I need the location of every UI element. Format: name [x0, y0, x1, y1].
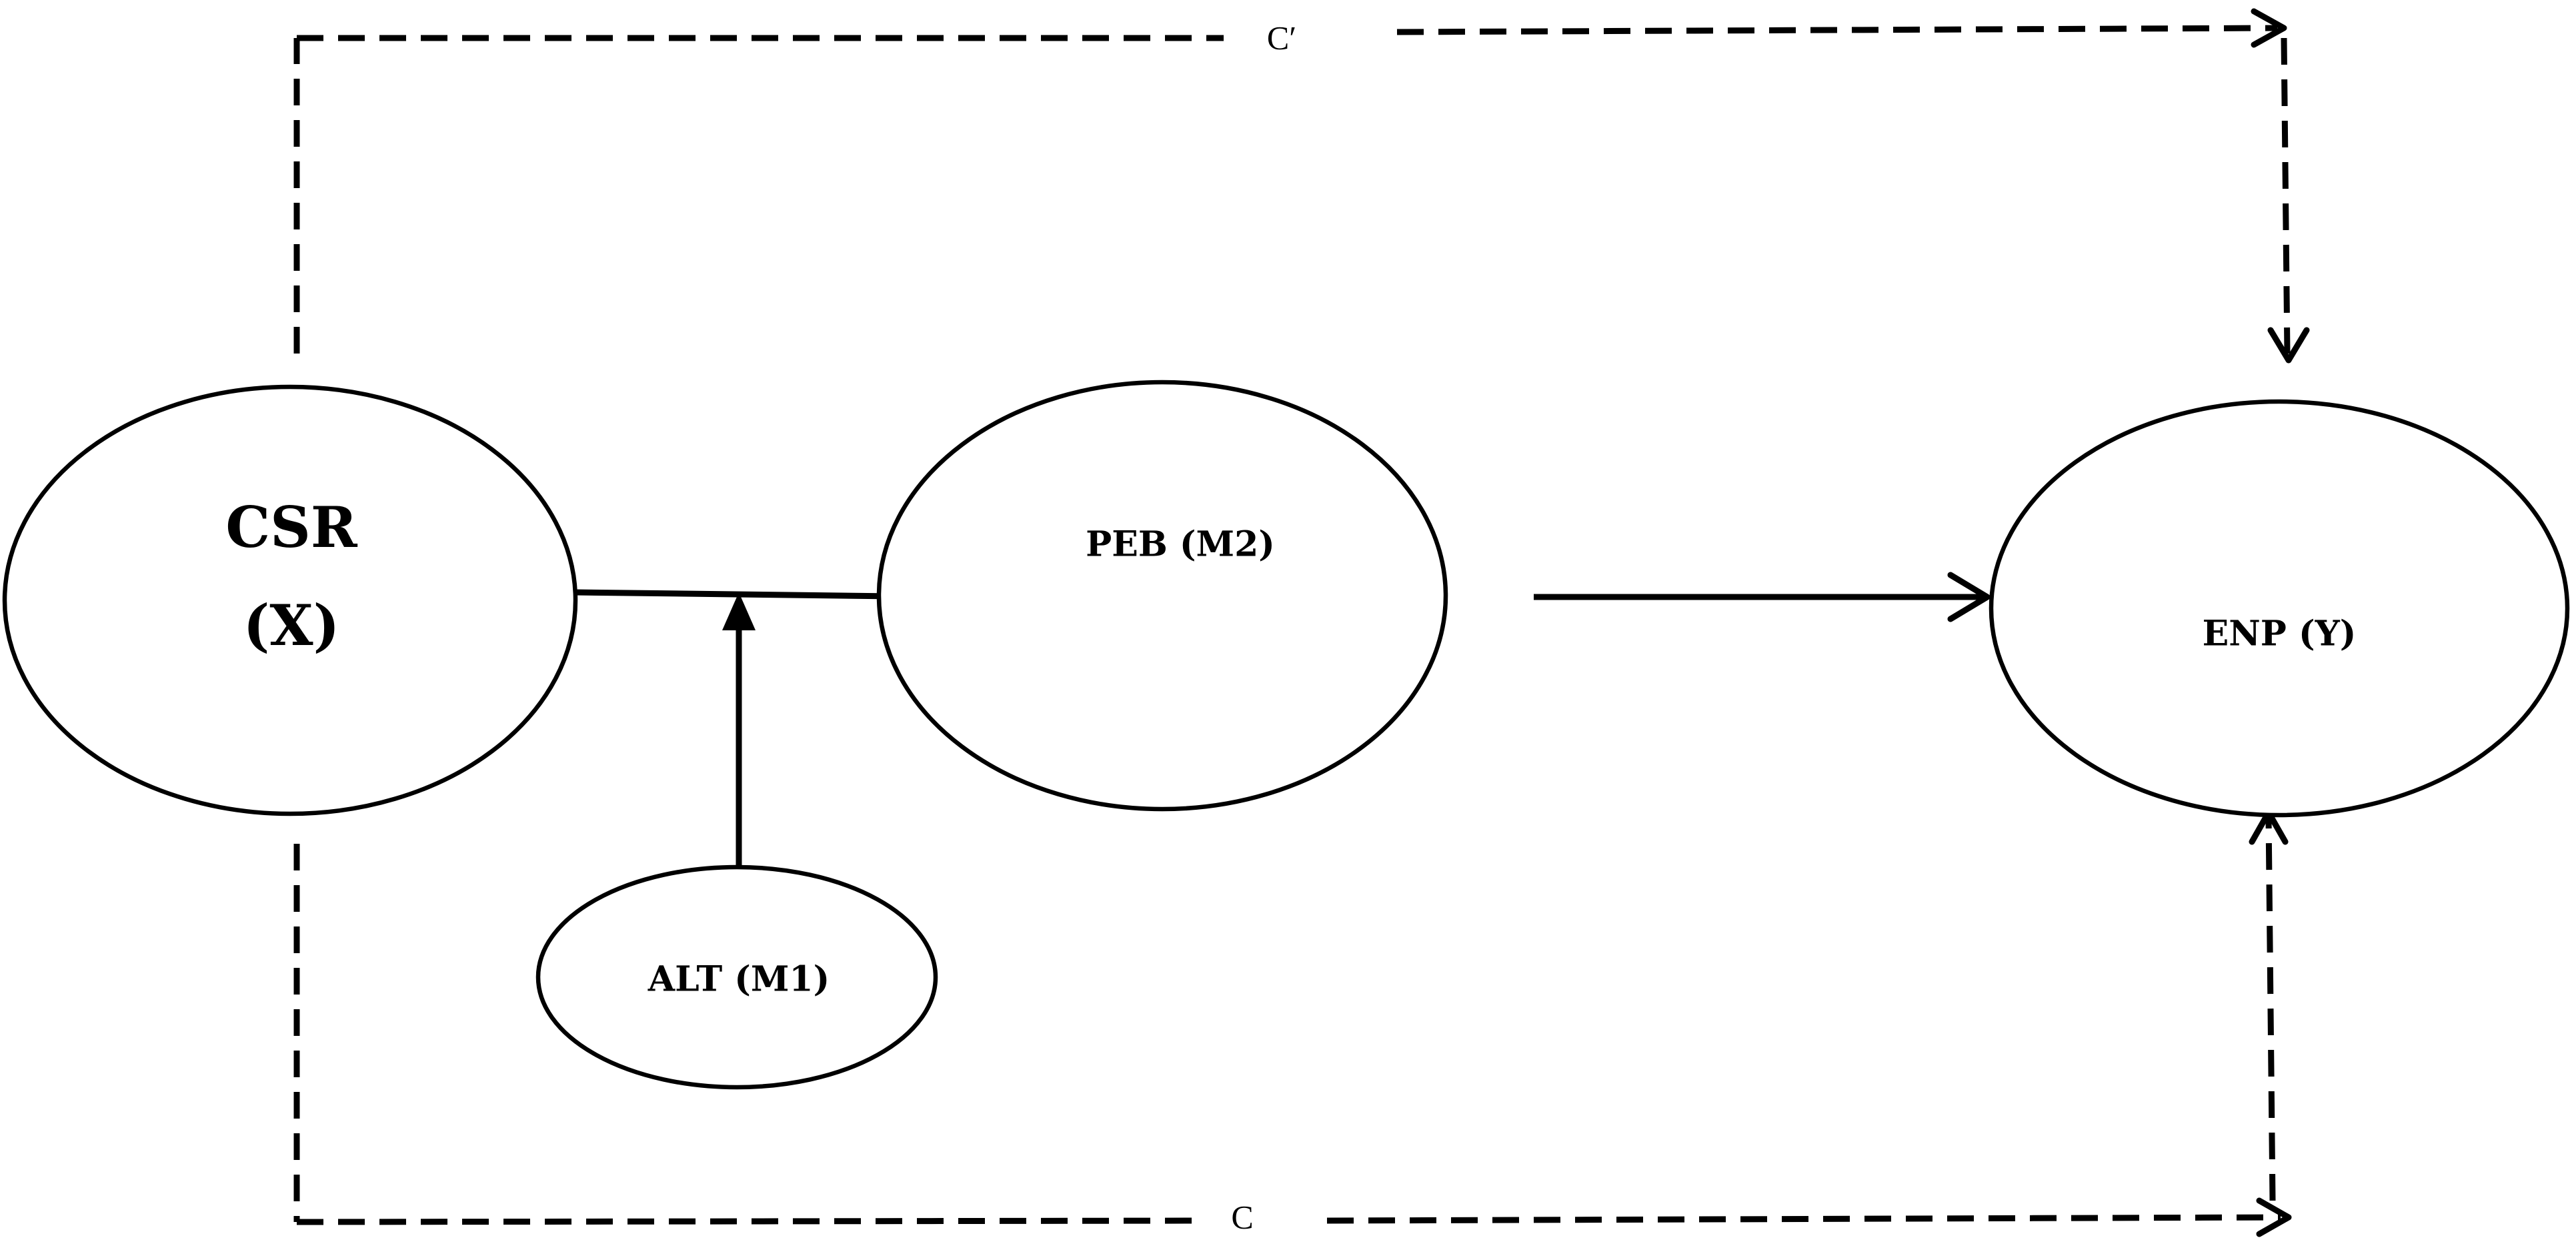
peb-label: PEB (M2) [1086, 524, 1275, 565]
csr-ellipse [2, 384, 578, 816]
node-alt: ALT (M1) [535, 864, 938, 1090]
top-path-right-horizontal [1396, 25, 2278, 35]
enp-ellipse [1989, 399, 2570, 818]
alt-ellipse [535, 864, 938, 1090]
peb-to-enp-edge [1534, 572, 1991, 622]
bottom-path-label: C [1231, 1198, 1253, 1235]
bottom-path-right-horizontal [1326, 1214, 2281, 1224]
node-csr: CSR (X) [2, 384, 578, 816]
top-path-right-vertical [2281, 37, 2291, 354]
top-path-right-arrowhead [2251, 8, 2287, 48]
top-path-down-arrowhead [2267, 327, 2310, 364]
alt-moderator-edge [722, 592, 756, 874]
enp-label: ENP (Y) [2203, 614, 2357, 654]
csr-label-line2: (X) [243, 592, 340, 658]
alt-label: ALT (M1) [648, 959, 830, 1000]
peb-to-enp-arrowhead [1947, 572, 1991, 622]
top-direct-path: C′ [293, 8, 2310, 364]
bottom-total-path: C [293, 809, 2292, 1237]
alt-moderator-arrowhead [722, 592, 756, 630]
top-path-label: C′ [1267, 19, 1296, 56]
bottom-path-right-vertical [2265, 816, 2276, 1201]
node-enp: ENP (Y) [1989, 399, 2570, 818]
csr-label-line1: CSR [225, 494, 358, 560]
node-peb: PEB (M2) [876, 380, 1448, 812]
bottom-path-right-arrowhead [2256, 1197, 2292, 1237]
bottom-path-left-horizontal [296, 1217, 1194, 1225]
peb-ellipse [876, 380, 1448, 812]
